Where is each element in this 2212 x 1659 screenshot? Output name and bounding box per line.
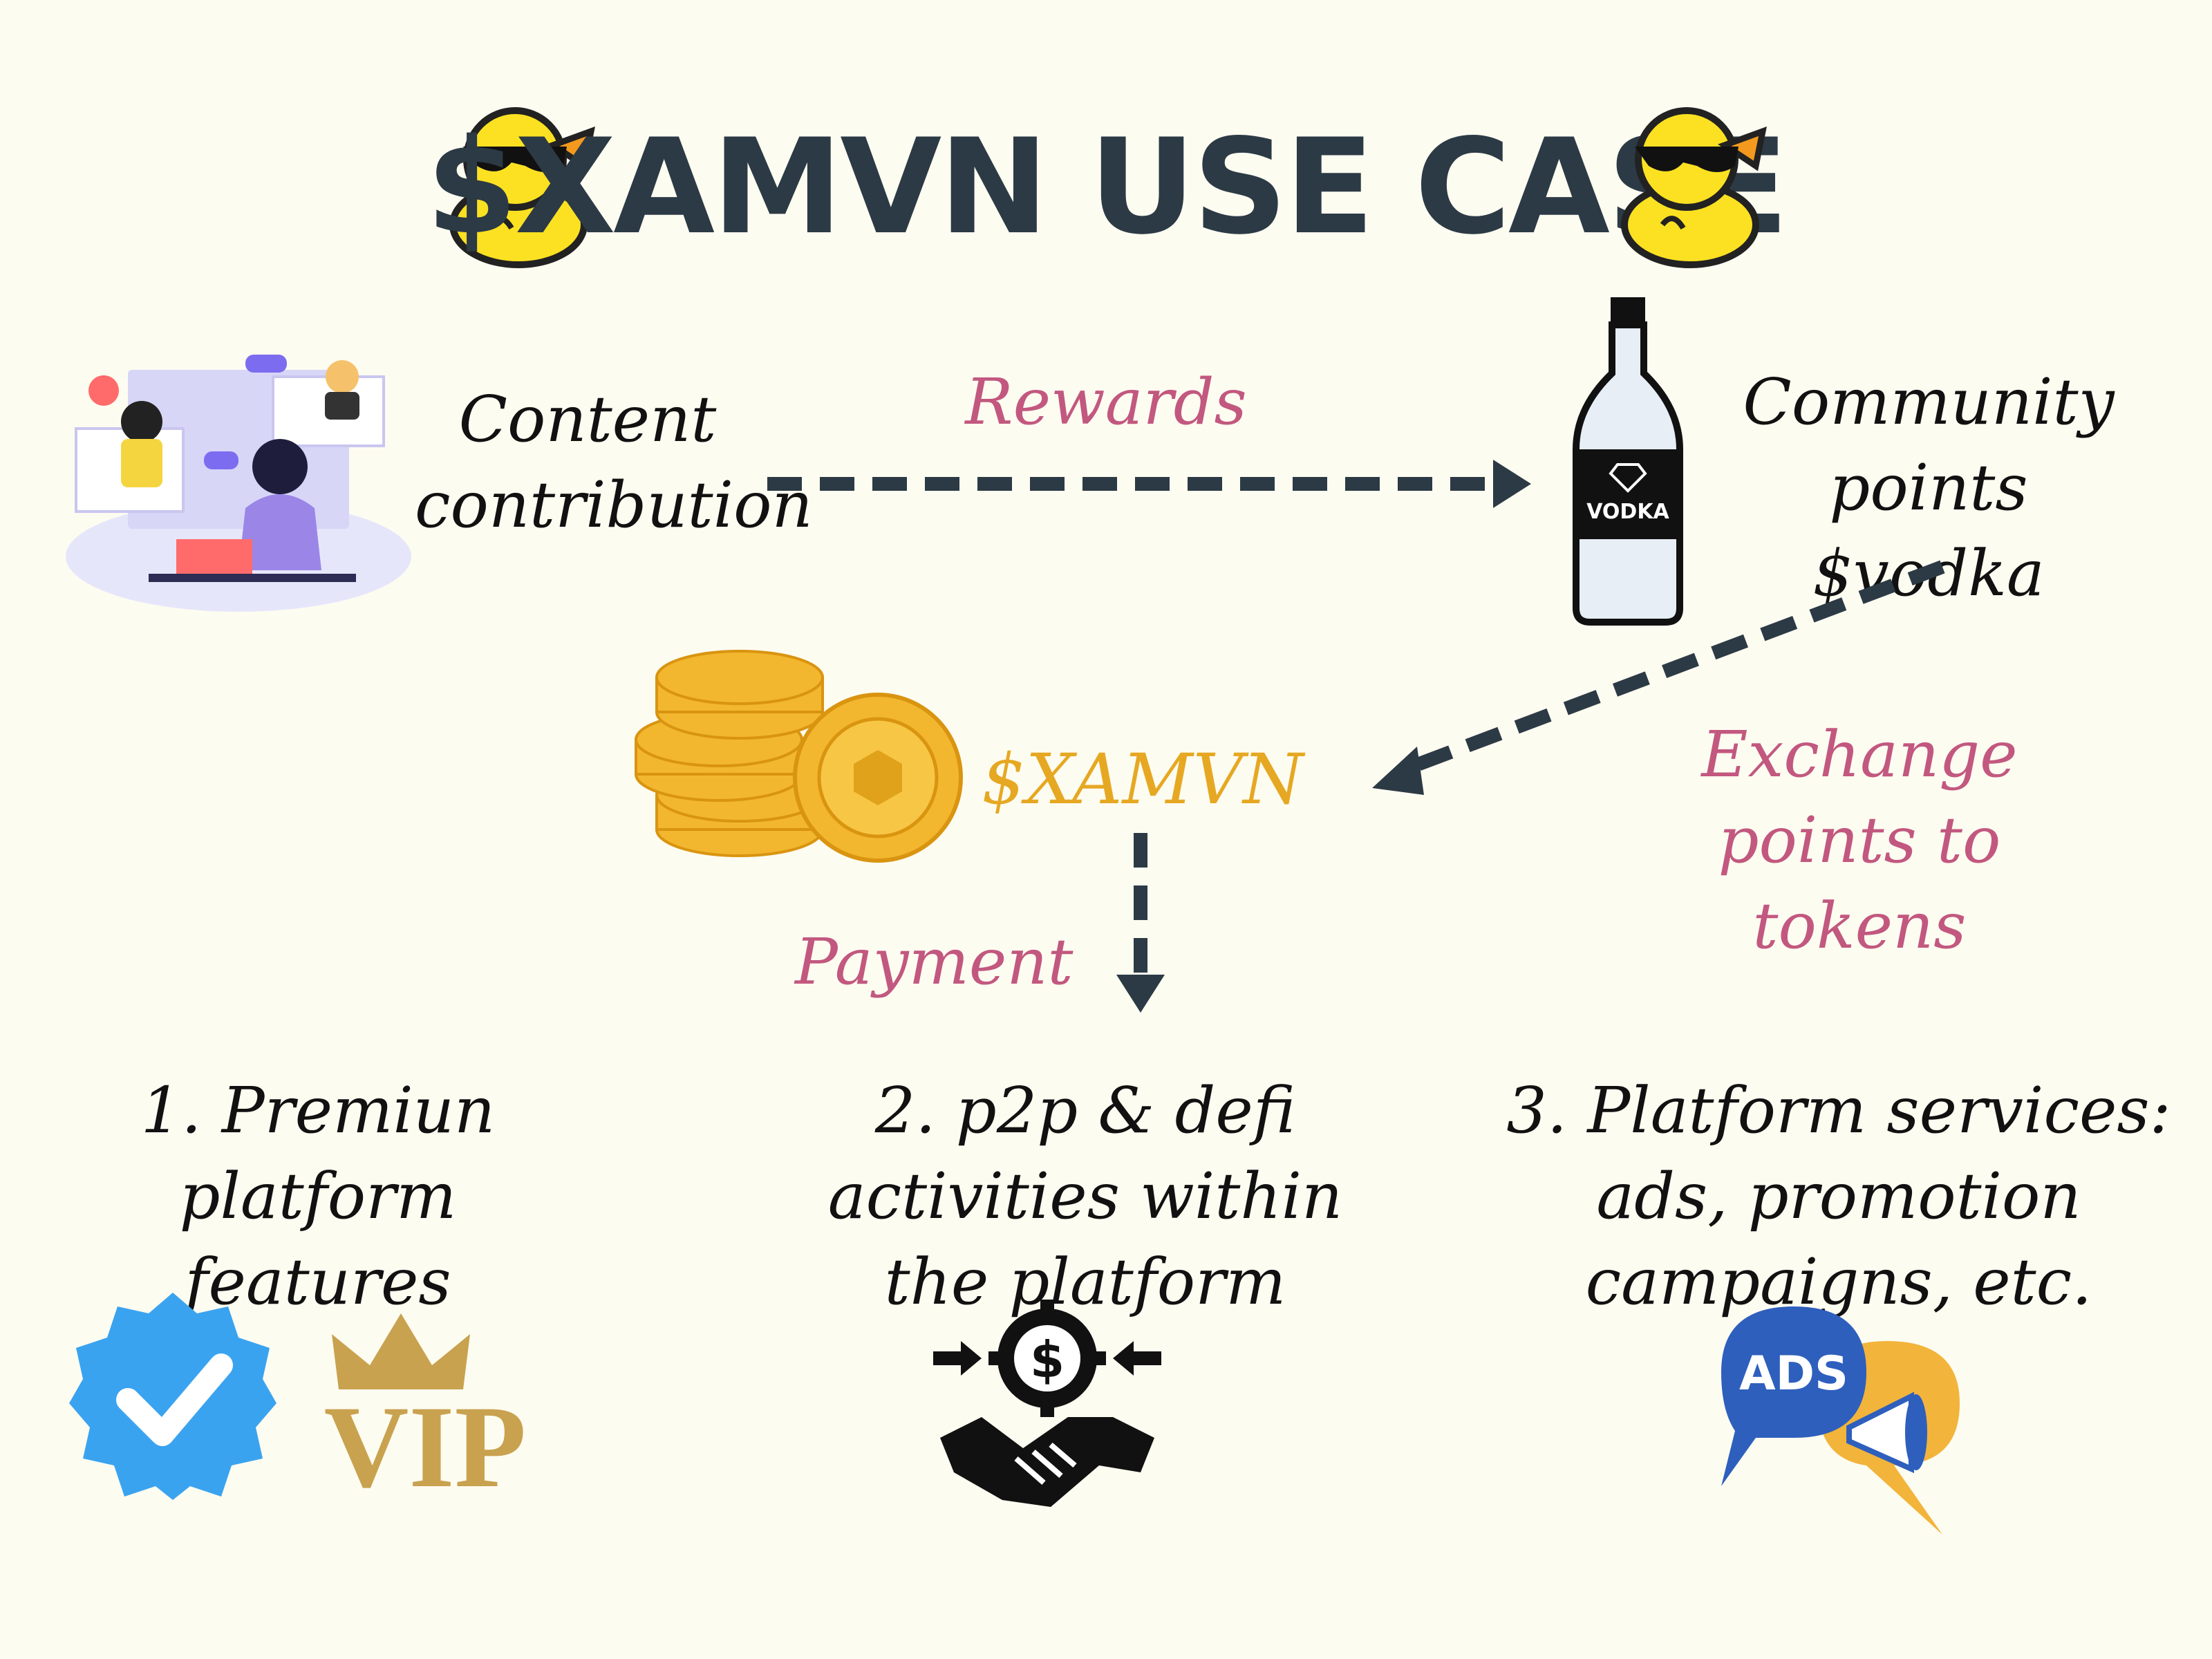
vodka-bottle-label: VODKA <box>1586 500 1669 524</box>
payment-label: Payment <box>795 925 1074 999</box>
use-case-3-label: 3. Platform services: ads, promotion cam… <box>1506 1074 2171 1320</box>
vip-text: VIP <box>324 1382 527 1512</box>
svg-text:$: $ <box>1030 1331 1065 1389</box>
exchange-label: Exchange points to tokens <box>1701 718 2018 964</box>
verified-badge-icon <box>69 1293 276 1500</box>
ads-text: ADS <box>1739 1347 1848 1401</box>
coin-stack-icon <box>635 650 963 863</box>
duck-sunglasses-icon-right <box>1621 107 1767 268</box>
vodka-bottle-icon: VODKA <box>1573 297 1683 626</box>
community-points-label: Community points $vodka <box>1743 365 2115 611</box>
ads-megaphone-icon: ADS <box>1721 1306 1960 1535</box>
page-title: $XAMVN USE CASE <box>426 111 1788 263</box>
duck-sunglasses-icon-left <box>449 107 595 268</box>
video-meeting-illustration <box>66 355 411 612</box>
vip-crown-icon: VIP <box>324 1313 526 1512</box>
use-case-1-label: 1. Premiun platform features <box>140 1074 496 1320</box>
token-label: $XAMVN <box>982 739 1304 820</box>
rewards-label: Rewards <box>965 365 1247 439</box>
content-contribution-label: Content contribution <box>415 382 813 543</box>
use-case-2-label: 2. p2p & defi activities within the plat… <box>827 1074 1343 1320</box>
handshake-dollar-icon: $ <box>933 1300 1161 1507</box>
